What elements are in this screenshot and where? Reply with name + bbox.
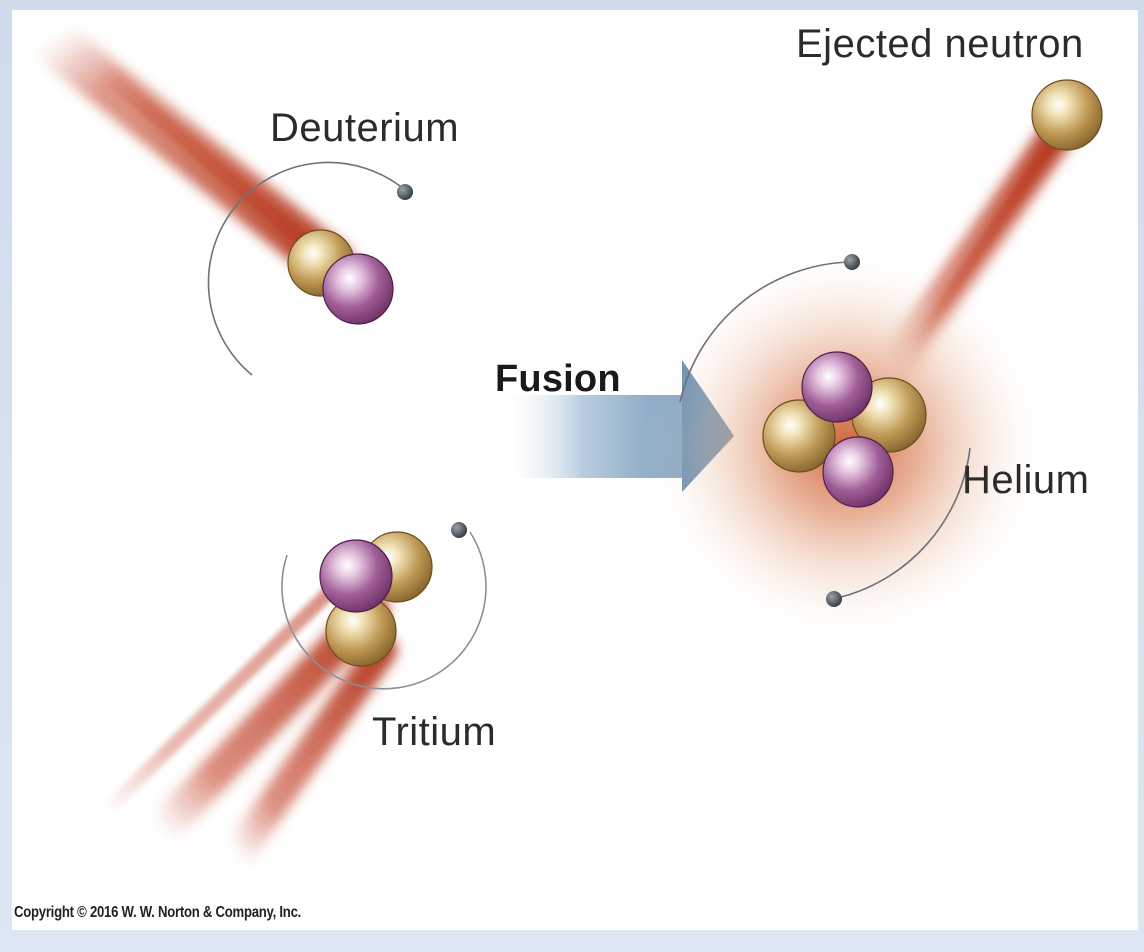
helium-electron-bottom [826, 591, 842, 607]
fusion-diagram [29, 17, 1103, 870]
ejected-neutron-label: Ejected neutron [796, 22, 1084, 66]
helium-proton-top [801, 351, 873, 423]
helium-electron-top [844, 254, 860, 270]
fusion-label: Fusion [495, 358, 621, 400]
ejected-neutron [1031, 79, 1103, 151]
tritium-label: Tritium [372, 710, 497, 754]
tritium-electron-orbit [281, 531, 487, 690]
tritium-electron [451, 522, 467, 538]
deuterium-electron [397, 184, 413, 200]
helium-label: Helium [962, 458, 1090, 502]
helium-electron-orbit-upper [679, 261, 851, 403]
helium-neutron-left [762, 399, 836, 473]
deuterium-label: Deuterium [270, 106, 460, 150]
diagram-frame: Ejected neutron Deuterium Fusion Helium … [12, 10, 1138, 930]
tritium-nucleus [319, 531, 433, 667]
deuterium-electron-orbit [207, 161, 406, 376]
deuterium-proton [322, 253, 394, 325]
copyright-notice: Copyright © 2016 W. W. Norton & Company,… [14, 904, 302, 921]
helium-electron-orbit-lower [836, 447, 971, 599]
helium-proton-bottom [822, 436, 894, 508]
tritium-proton [319, 539, 393, 613]
deuterium-motion-trail [29, 17, 355, 288]
ejected-neutron-trail [875, 103, 1084, 387]
helium-nucleus [762, 351, 927, 508]
deuterium-nucleus [287, 229, 394, 325]
